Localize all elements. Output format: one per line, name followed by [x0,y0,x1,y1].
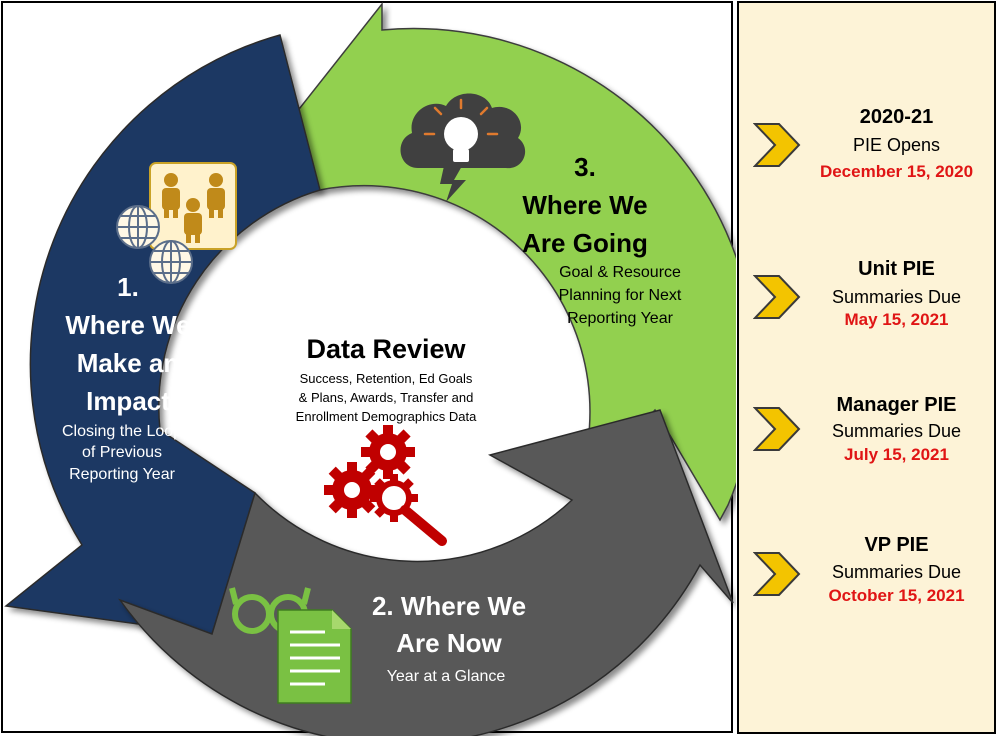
chevron-right-icon [753,552,801,596]
stage2-arrow [117,409,734,736]
stage3-title-line-2: Are Going [522,228,648,258]
stage3-number: 3. [574,152,596,182]
timeline-item-1-title: 2020-21 [859,106,934,128]
stage1-title-line-1: Where We [65,310,190,340]
stage3-arrow [245,1,736,522]
chevron-right-icon [753,123,801,167]
stage1-title-line-2: Make an [77,348,180,378]
stage1-arrow [4,34,321,635]
people-group-icon [149,162,237,250]
lightbulb-cloud-icon [400,93,526,202]
timeline-item-1-date: December 15, 2020 [819,162,974,181]
timeline-item-3-title: Manager PIE [836,394,957,416]
center-desc-line-3: Enrollment Demographics Data [296,409,477,424]
timeline-item-3-sub: Summaries Due [831,421,962,441]
gears-magnifier-icon [324,425,447,546]
timeline-item-2-date: May 15, 2021 [844,310,949,329]
stage3-sub-line-1: Goal & Resource [559,264,681,281]
timeline-item-2-title: Unit PIE [858,258,935,280]
stage2-title-line-2: Are Now [396,628,502,658]
globe-icon [116,205,193,284]
timeline-item-2-sub: Summaries Due [831,287,962,307]
stage1-sub-line-2: of Previous [82,444,162,461]
timeline-item-4-title: VP PIE [864,534,929,556]
stage1-number: 1. [117,272,139,302]
stage1-sub-line-1: Closing the Loop [62,423,182,440]
stage1-title-line-3: Impact [86,386,170,416]
timeline-item-4-sub: Summaries Due [831,562,962,582]
chevron-right-icon [753,407,801,451]
center-desc-line-2: & Plans, Awards, Transfer and [299,390,474,405]
timeline-panel: 2020-21 PIE Opens December 15, 2020 Unit… [737,1,996,734]
center-desc-line-1: Success, Retention, Ed Goals [300,371,473,386]
center-title: Data Review [306,334,466,364]
cycle-diagram: Data Review Success, Retention, Ed Goals… [4,1,736,736]
stage3-sub-line-2: Planning for Next [559,287,682,304]
timeline-item-1-sub: PIE Opens [852,135,941,155]
timeline-item-3-date: July 15, 2021 [844,445,949,464]
stage1-sub-line-3: Reporting Year [69,466,176,483]
stage2-sub: Year at a Glance [387,668,506,685]
timeline-item-4-date: October 15, 2021 [828,586,965,605]
stage2-title-line-1: 2. Where We [372,591,526,621]
chevron-right-icon [753,275,801,319]
stage3-sub-line-3: Reporting Year [567,310,674,327]
document-icon [277,609,352,704]
stage3-title-line-1: Where We [522,190,647,220]
